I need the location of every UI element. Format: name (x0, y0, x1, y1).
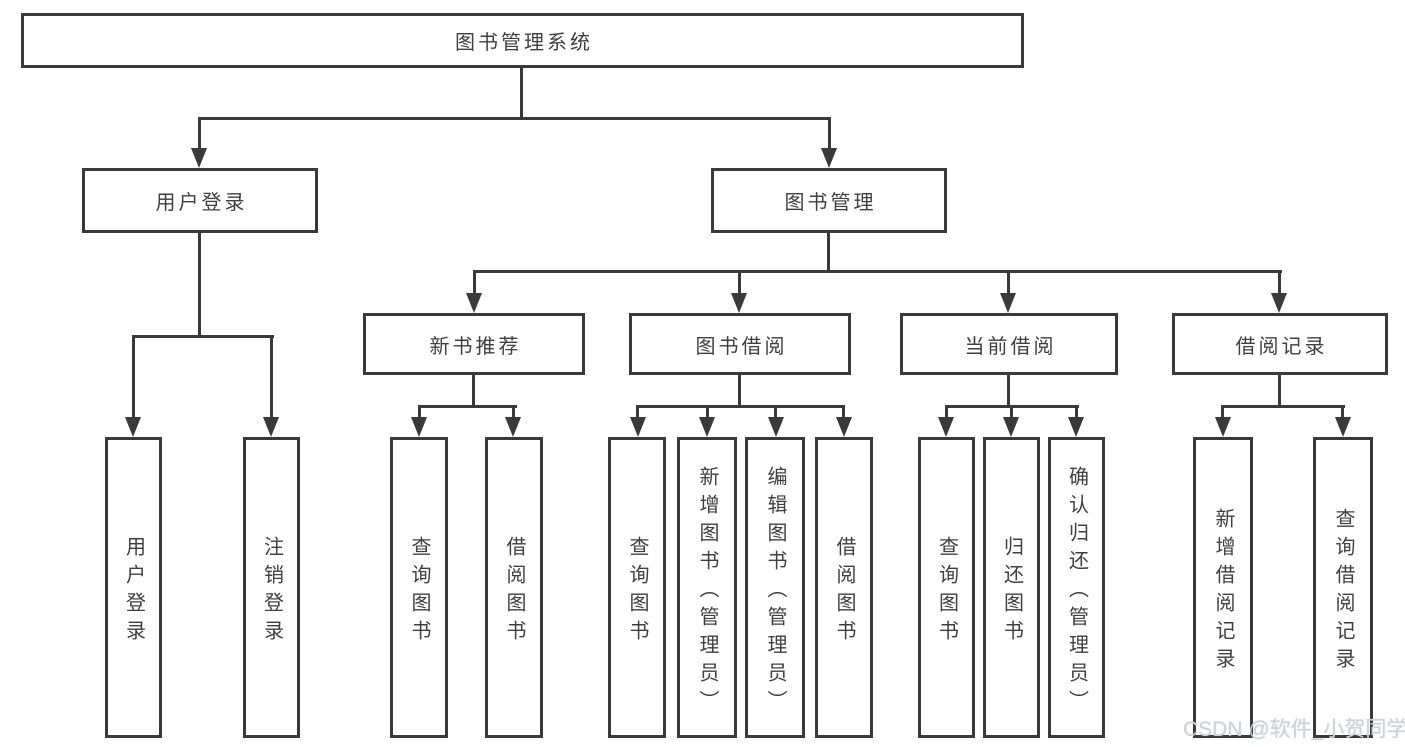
leaf-user-login: 用户登录 (105, 437, 162, 738)
node-label: 用户登录 (122, 535, 145, 648)
connector-drop-leaf (706, 405, 709, 418)
leaf-add-borrow-record: 新增借阅记录 (1193, 437, 1253, 738)
connector-drop-leaf (774, 405, 777, 418)
node-label: 图书管理系统 (455, 32, 593, 54)
connector-user-login-rail (132, 335, 274, 338)
arrowhead-icon (263, 417, 279, 437)
node-label: 归还图书 (1000, 535, 1023, 648)
node-library-management-system: 图书管理系统 (21, 13, 1024, 68)
connector-drop-book-borrow (738, 270, 741, 295)
connector-drop-new-book (473, 270, 476, 295)
leaf-query-borrow-record: 查询借阅记录 (1313, 437, 1373, 738)
node-current-borrowing: 当前借阅 (900, 313, 1118, 375)
arrowhead-icon (768, 417, 784, 437)
node-label: 新书推荐 (429, 335, 522, 358)
connector-user-login-stem (198, 233, 201, 336)
arrowhead-icon (836, 417, 852, 437)
connector-current-borrow-stem (1007, 375, 1010, 406)
connector-borrow-records-stem (1278, 375, 1281, 406)
connector-drop-leaf (1341, 405, 1344, 418)
connector-borrow-records-rail (1221, 405, 1345, 408)
arrowhead-icon (505, 417, 521, 437)
connector-new-book-stem (472, 375, 475, 406)
connector-drop-leaf (1221, 405, 1224, 418)
arrowhead-icon (630, 417, 646, 437)
connector-root-stem (520, 68, 523, 118)
arrowhead-icon (821, 148, 837, 168)
leaf-borrow-books-recommend: 借阅图书 (485, 437, 543, 738)
node-label: 新增图书（管理员） (696, 465, 718, 718)
node-new-book-recommendation: 新书推荐 (363, 313, 585, 375)
node-label: 注销登录 (260, 535, 283, 648)
connector-level1-rail (198, 117, 831, 120)
node-label: 借阅图书 (833, 535, 855, 648)
arrowhead-icon (466, 293, 482, 313)
leaf-confirm-return-admin: 确认归还（管理员） (1048, 437, 1105, 738)
connector-drop-book-management (828, 117, 831, 150)
leaf-borrow-books: 借阅图书 (815, 437, 873, 738)
node-book-management: 图书管理 (711, 168, 947, 233)
arrowhead-icon (938, 417, 954, 437)
arrowhead-icon (1215, 417, 1231, 437)
node-label: 编辑图书（管理员） (764, 465, 786, 718)
connector-book-borrow-stem (738, 375, 741, 406)
arrowhead-icon (731, 293, 747, 313)
node-label: 查询图书 (408, 535, 430, 648)
connector-drop-borrow-records (1278, 270, 1281, 295)
node-label: 当前借阅 (964, 335, 1057, 358)
node-label: 新增借阅记录 (1212, 507, 1234, 676)
arrowhead-icon (125, 417, 141, 437)
connector-book-management-stem (827, 233, 830, 271)
node-label: 借阅记录 (1235, 335, 1328, 358)
arrowhead-icon (1335, 417, 1351, 437)
csdn-watermark: CSDN @软件_小贺同学 (1183, 718, 1405, 741)
connector-drop-leaf (1075, 405, 1078, 418)
arrowhead-icon (411, 417, 427, 437)
connector-new-book-rail (418, 405, 517, 408)
connector-drop-logout-leaf (270, 335, 273, 419)
node-label: 确认归还（管理员） (1065, 465, 1088, 718)
leaf-add-books-admin: 新增图书（管理员） (677, 437, 737, 738)
leaf-logout: 注销登录 (243, 437, 300, 738)
leaf-return-books: 归还图书 (983, 437, 1040, 738)
node-label: 借阅图书 (503, 535, 525, 648)
node-book-borrowing: 图书借阅 (629, 313, 851, 375)
leaf-edit-books-admin: 编辑图书（管理员） (745, 437, 805, 738)
leaf-query-books-current: 查询图书 (918, 437, 975, 738)
node-label: 查询图书 (626, 535, 648, 648)
connector-drop-leaf (512, 405, 515, 418)
node-label: 图书管理 (784, 192, 877, 214)
node-label: 查询借阅记录 (1332, 507, 1354, 676)
node-label: 用户登录 (155, 192, 248, 214)
node-label: 图书借阅 (695, 335, 788, 358)
connector-drop-leaf (1010, 405, 1013, 418)
connector-drop-login-leaf (132, 335, 135, 419)
leaf-query-books-recommend: 查询图书 (390, 437, 448, 738)
connector-drop-leaf (636, 405, 639, 418)
node-user-login: 用户登录 (82, 168, 318, 233)
arrowhead-icon (1003, 417, 1019, 437)
node-borrowing-records: 借阅记录 (1172, 313, 1388, 375)
arrowhead-icon (1271, 293, 1287, 313)
connector-drop-user-login (198, 117, 201, 150)
connector-drop-leaf (842, 405, 845, 418)
connector-drop-leaf (945, 405, 948, 418)
leaf-query-books-borrow: 查询图书 (608, 437, 666, 738)
connector-drop-current-borrow (1007, 270, 1010, 295)
arrowhead-icon (1000, 293, 1016, 313)
arrowhead-icon (1068, 417, 1084, 437)
connector-level3-rail (473, 270, 1282, 273)
arrowhead-icon (191, 148, 207, 168)
node-label: 查询图书 (935, 535, 958, 648)
arrowhead-icon (699, 417, 715, 437)
connector-book-borrow-rail (636, 405, 845, 408)
connector-drop-leaf (418, 405, 421, 418)
